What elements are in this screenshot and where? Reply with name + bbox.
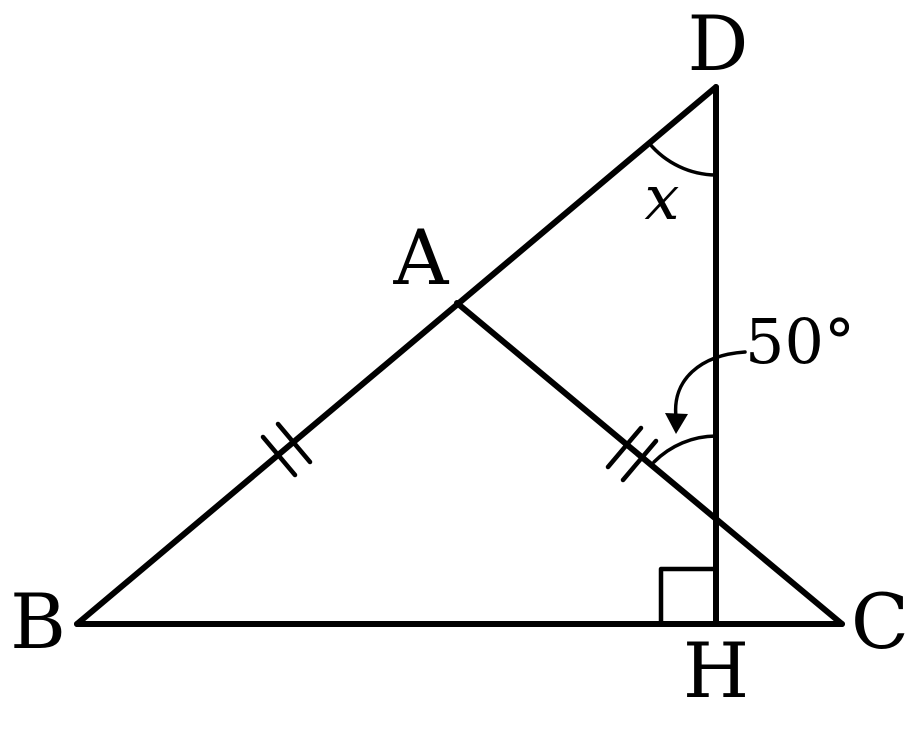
arrow-head-icon: [665, 413, 688, 434]
angle-arc-50: [652, 434, 718, 464]
angle-pointer-arrow: [673, 350, 747, 419]
tick-marks-ac: [605, 425, 659, 483]
point-label-c: C: [851, 577, 909, 666]
point-label-a: A: [393, 213, 450, 302]
point-label-b: B: [10, 577, 66, 666]
segment-bd: [74, 84, 719, 627]
angle-label-x: x: [645, 161, 680, 234]
angle-label-50: 50°: [745, 305, 855, 378]
right-angle-marker: [658, 566, 719, 627]
segment-ac: [454, 300, 845, 627]
tick-marks-ab: [260, 421, 313, 478]
point-label-d: D: [688, 0, 749, 88]
angle-arc-x: [647, 141, 718, 177]
point-label-h: H: [683, 626, 749, 715]
